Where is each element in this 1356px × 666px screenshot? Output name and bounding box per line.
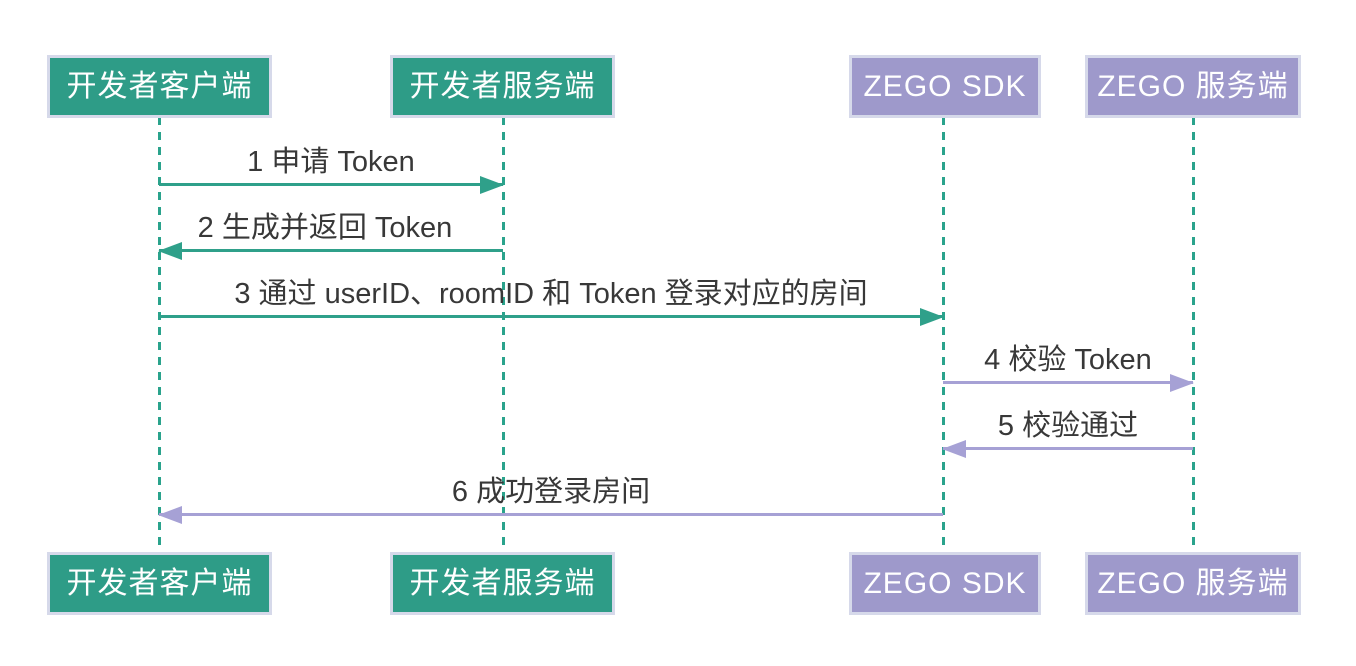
message-1-arrow [159,175,504,194]
arrowhead-right-icon [920,307,944,326]
message-6-arrow [158,505,943,524]
actor-developer-client-top: 开发者客户端 [47,55,272,118]
message-4-arrow [943,373,1194,392]
actor-developer-server-bottom: 开发者服务端 [390,552,615,615]
message-5-arrow [942,439,1193,458]
arrowhead-right-icon [1170,373,1194,392]
actor-zego-server-bottom: ZEGO 服务端 [1085,552,1301,615]
actor-zego-sdk-bottom: ZEGO SDK [849,552,1041,615]
message-3-label: 3 通过 userID、roomID 和 Token 登录对应的房间 [234,278,868,310]
message-5-label: 5 校验通过 [997,410,1139,442]
message-3-arrow [159,307,944,326]
actor-developer-client-bottom: 开发者客户端 [47,552,272,615]
actor-developer-server-top: 开发者服务端 [390,55,615,118]
message-6-label: 6 成功登录房间 [451,476,651,508]
arrowhead-right-icon [480,175,504,194]
lifeline-zego-server [1192,117,1195,553]
message-1-label: 1 申请 Token [247,146,415,178]
lifeline-zego-sdk [942,117,945,553]
arrowhead-left-icon [942,439,966,458]
arrowhead-left-icon [158,505,182,524]
message-2-label: 2 生成并返回 Token [197,212,453,244]
lifeline-developer-client [158,117,161,553]
arrowhead-left-icon [158,241,182,260]
message-2-arrow [158,241,503,260]
lifeline-developer-server [502,117,505,553]
actor-zego-sdk-top: ZEGO SDK [849,55,1041,118]
actor-zego-server-top: ZEGO 服务端 [1085,55,1301,118]
message-4-label: 4 校验 Token [984,344,1152,376]
